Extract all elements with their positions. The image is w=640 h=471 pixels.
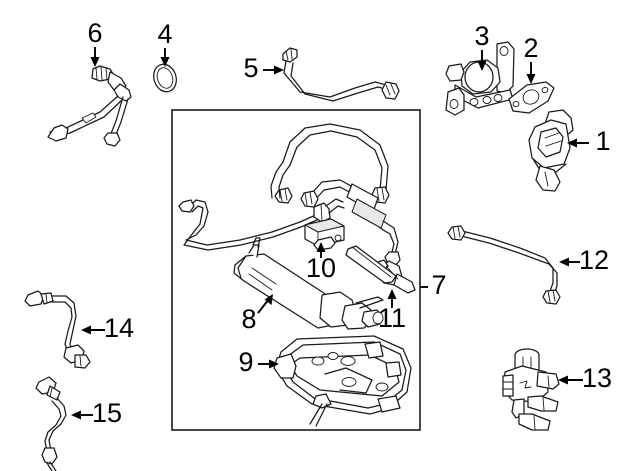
part-10-purge-solenoid[interactable]	[304, 218, 345, 251]
part-15-oxygen-sensor[interactable]	[35, 376, 67, 471]
callout-label-15[interactable]: 15	[92, 398, 122, 428]
callout-label-1[interactable]: 1	[595, 126, 610, 156]
callout-label-10[interactable]: 10	[306, 253, 336, 283]
part-7-filter-hose	[300, 179, 401, 267]
part-7-connector-rod	[345, 245, 397, 284]
callout-numbers: 1 2 3 4 5 6 7 8 9 10 11 12 13 14 15	[87, 18, 612, 428]
callout-label-5[interactable]: 5	[243, 53, 258, 83]
callout-leaders	[71, 47, 589, 420]
callout-label-13[interactable]: 13	[582, 363, 612, 393]
callout-label-8[interactable]: 8	[241, 304, 256, 334]
part-13-vacuum-solenoid[interactable]	[502, 348, 560, 431]
callout-label-11[interactable]: 11	[378, 303, 406, 333]
boxed-subassembly-outline	[171, 109, 421, 431]
part-7-upper-hose	[270, 123, 390, 204]
part-14-oxygen-sensor[interactable]	[24, 290, 91, 369]
callout-label-7[interactable]: 7	[431, 270, 446, 300]
part-6-egr-tube-lower[interactable]	[47, 65, 132, 147]
callout-label-9[interactable]: 9	[238, 347, 253, 377]
callout-label-2[interactable]: 2	[523, 33, 538, 63]
part-7-left-hose	[178, 198, 345, 251]
part-5-egr-tube-upper[interactable]	[282, 47, 400, 102]
part-3-egr-valve-bracket[interactable]	[445, 41, 515, 116]
callout-label-3[interactable]: 3	[474, 21, 489, 51]
callout-label-6[interactable]: 6	[87, 18, 102, 48]
part-8-vapor-canister[interactable]	[233, 237, 384, 330]
part-12-vapor-hose[interactable]	[447, 225, 561, 305]
part-4-o-ring[interactable]	[150, 61, 180, 94]
part-9-canister-bracket[interactable]	[273, 335, 412, 427]
part-1-purge-valve[interactable]	[528, 109, 574, 192]
callout-label-12[interactable]: 12	[579, 245, 609, 275]
callout-label-4[interactable]: 4	[157, 19, 172, 49]
callout-label-14[interactable]: 14	[104, 313, 134, 343]
part-2-egr-gasket[interactable]	[508, 81, 555, 114]
